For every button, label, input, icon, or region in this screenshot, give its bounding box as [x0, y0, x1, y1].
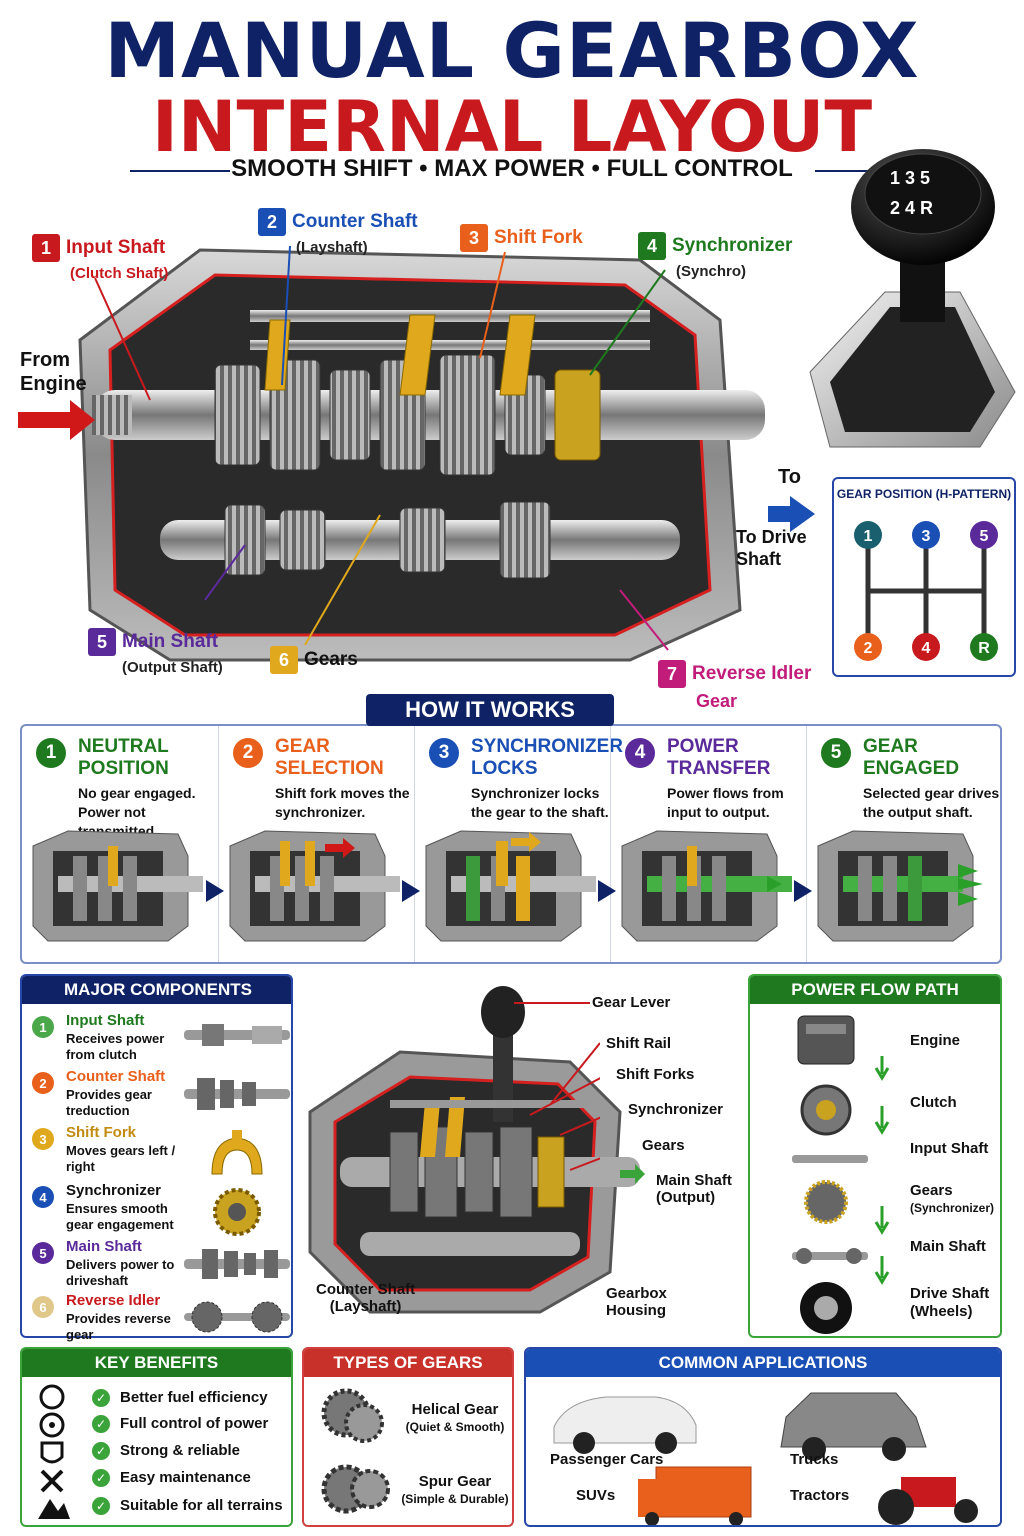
power-flow-arrows — [874, 1056, 890, 1285]
to-label: To — [778, 466, 801, 488]
step-1-illustration — [32, 830, 203, 942]
benefit-icons — [38, 1384, 70, 1519]
benefit-strong: ✓Strong & reliable — [92, 1442, 240, 1461]
h-gear-5: 5 — [980, 528, 989, 545]
callout-counter-shaft-center: Counter Shaft(Layshaft) — [316, 1281, 416, 1315]
component-shift-fork: 3 Shift Fork Moves gears left / right — [32, 1124, 292, 1178]
step-gear-selection: 2 GEAR SELECTION Shift fork moves the sy… — [218, 726, 413, 962]
flow-clutch: Clutch — [910, 1094, 957, 1111]
types-of-gears-title: TYPES OF GEARS — [304, 1349, 512, 1377]
h-gear-2: 2 — [864, 640, 873, 657]
tagline-rule-right — [815, 170, 895, 172]
flow-main-shaft: Main Shaft — [910, 1238, 986, 1255]
benefit-maintenance: ✓Easy maintenance — [92, 1469, 251, 1488]
flow-input-shaft: Input Shaft — [910, 1140, 989, 1157]
application-passenger-cars: Passenger Cars — [550, 1451, 664, 1468]
step-2-illustration — [229, 830, 400, 942]
step-arrow-3 — [598, 880, 616, 902]
step-arrow-4 — [794, 880, 812, 902]
gear-knob-illustration: 1 3 5 2 4 R — [809, 149, 1016, 448]
flow-engine: Engine — [910, 1032, 961, 1049]
step-gear-engaged: 5 GEAR ENGAGED Selected gear drives the … — [806, 726, 1001, 962]
gear-type-icons — [321, 1388, 390, 1514]
how-it-works-panel: 1 NEUTRAL POSITION No gear engaged. Powe… — [20, 724, 1002, 964]
step-power-transfer: 4 POWER TRANSFER Power flows from input … — [610, 726, 805, 962]
tagline: SMOOTH SHIFT • MAX POWER • FULL CONTROL — [231, 155, 793, 182]
application-suvs: SUVs — [576, 1487, 616, 1504]
knob-bottom-numbers: 2 4 R — [890, 198, 933, 218]
step-5-illustration — [817, 830, 983, 942]
h-pattern-diagram: 1 3 5 2 4 R — [854, 521, 998, 661]
h-gear-r: R — [978, 640, 990, 657]
tagline-rule-left — [130, 170, 230, 172]
callout-main-shaft-center: Main Shaft(Output) — [656, 1172, 732, 1206]
from-engine-label: From Engine — [20, 349, 87, 395]
applications-title: COMMON APPLICATIONS — [526, 1349, 1000, 1377]
knob-top-numbers: 1 3 5 — [890, 168, 930, 188]
power-flow-title: POWER FLOW PATH — [750, 976, 1000, 1004]
application-trucks: Trucks — [790, 1451, 839, 1468]
main-gearbox-illustration — [18, 245, 815, 662]
step-synchronizer-locks: 3 SYNCHRONIZER LOCKS Synchronizer locks … — [414, 726, 623, 962]
callout-shift-rail: Shift Rail — [606, 1035, 672, 1052]
center-callout-lines — [514, 1002, 600, 1171]
step-arrow-1 — [206, 880, 224, 902]
major-components-title: MAJOR COMPONENTS — [22, 976, 291, 1004]
h-gear-4: 4 — [922, 640, 931, 657]
how-it-works-title: HOW IT WORKS — [366, 694, 614, 726]
title-line-2: INTERNAL LAYOUT — [151, 86, 873, 168]
gear-type-helical: Helical Gear(Quiet & Smooth) — [405, 1401, 505, 1434]
application-vehicles — [553, 1392, 978, 1525]
component-main-shaft: 5 Main Shaft Delivers power to driveshaf… — [32, 1238, 292, 1292]
application-tractors: Tractors — [790, 1487, 850, 1504]
center-cutaway-illustration — [308, 986, 645, 1314]
h-gear-3: 3 — [922, 528, 931, 545]
applications-panel: COMMON APPLICATIONS Passenger Cars Truck… — [524, 1347, 1002, 1527]
power-flow-icons — [792, 1015, 868, 1334]
power-flow-panel: POWER FLOW PATH Engine Clutch Input Shaf… — [748, 974, 1002, 1338]
types-of-gears-panel: TYPES OF GEARS Helical Gear(Quiet & Smoo… — [302, 1347, 514, 1527]
callout-shift-forks: Shift Forks — [616, 1066, 695, 1083]
callout-gears-center: Gears — [642, 1137, 685, 1154]
to-drive-shaft-label: To Drive Shaft — [736, 527, 807, 569]
callout-synchronizer-center: Synchronizer — [628, 1101, 724, 1118]
component-counter-shaft: 2 Counter Shaft Provides gear treduction — [32, 1068, 292, 1122]
h-pattern-panel: GEAR POSITION (H-PATTERN) 1 3 5 2 4 R — [832, 477, 1016, 677]
step-3-illustration — [425, 830, 596, 942]
step-4-illustration — [621, 830, 792, 942]
step-arrow-2 — [402, 880, 420, 902]
gear-type-spur: Spur Gear(Simple & Durable) — [401, 1473, 509, 1506]
component-input-shaft: 1 Input Shaft Receives power from clutch — [32, 1012, 292, 1066]
callout-gear-lever: Gear Lever — [592, 994, 671, 1011]
key-benefits-panel: KEY BENEFITS ✓Better fuel efficiency ✓Fu… — [20, 1347, 293, 1527]
title-line-1: MANUAL GEARBOX — [104, 6, 920, 95]
benefit-fuel: ✓Better fuel efficiency — [92, 1389, 268, 1408]
component-synchronizer: 4 Synchronizer Ensures smooth gear engag… — [32, 1182, 292, 1236]
major-components-panel: MAJOR COMPONENTS 1 Input Shaft Receives … — [20, 974, 293, 1342]
flow-gears: Gears(Synchronizer) — [910, 1182, 995, 1215]
h-pattern-title: GEAR POSITION (H-PATTERN) — [836, 487, 1012, 501]
step-neutral: 1 NEUTRAL POSITION No gear engaged. Powe… — [22, 726, 217, 962]
benefit-terrains: ✓Suitable for all terrains — [92, 1497, 283, 1516]
benefit-control: ✓Full control of power — [92, 1415, 268, 1434]
flow-drive-shaft: Drive Shaft(Wheels) — [910, 1285, 990, 1320]
key-benefits-title: KEY BENEFITS — [22, 1349, 291, 1377]
component-reverse-idler: 6 Reverse Idler Provides reverse gear — [32, 1292, 292, 1346]
h-gear-1: 1 — [864, 528, 873, 545]
